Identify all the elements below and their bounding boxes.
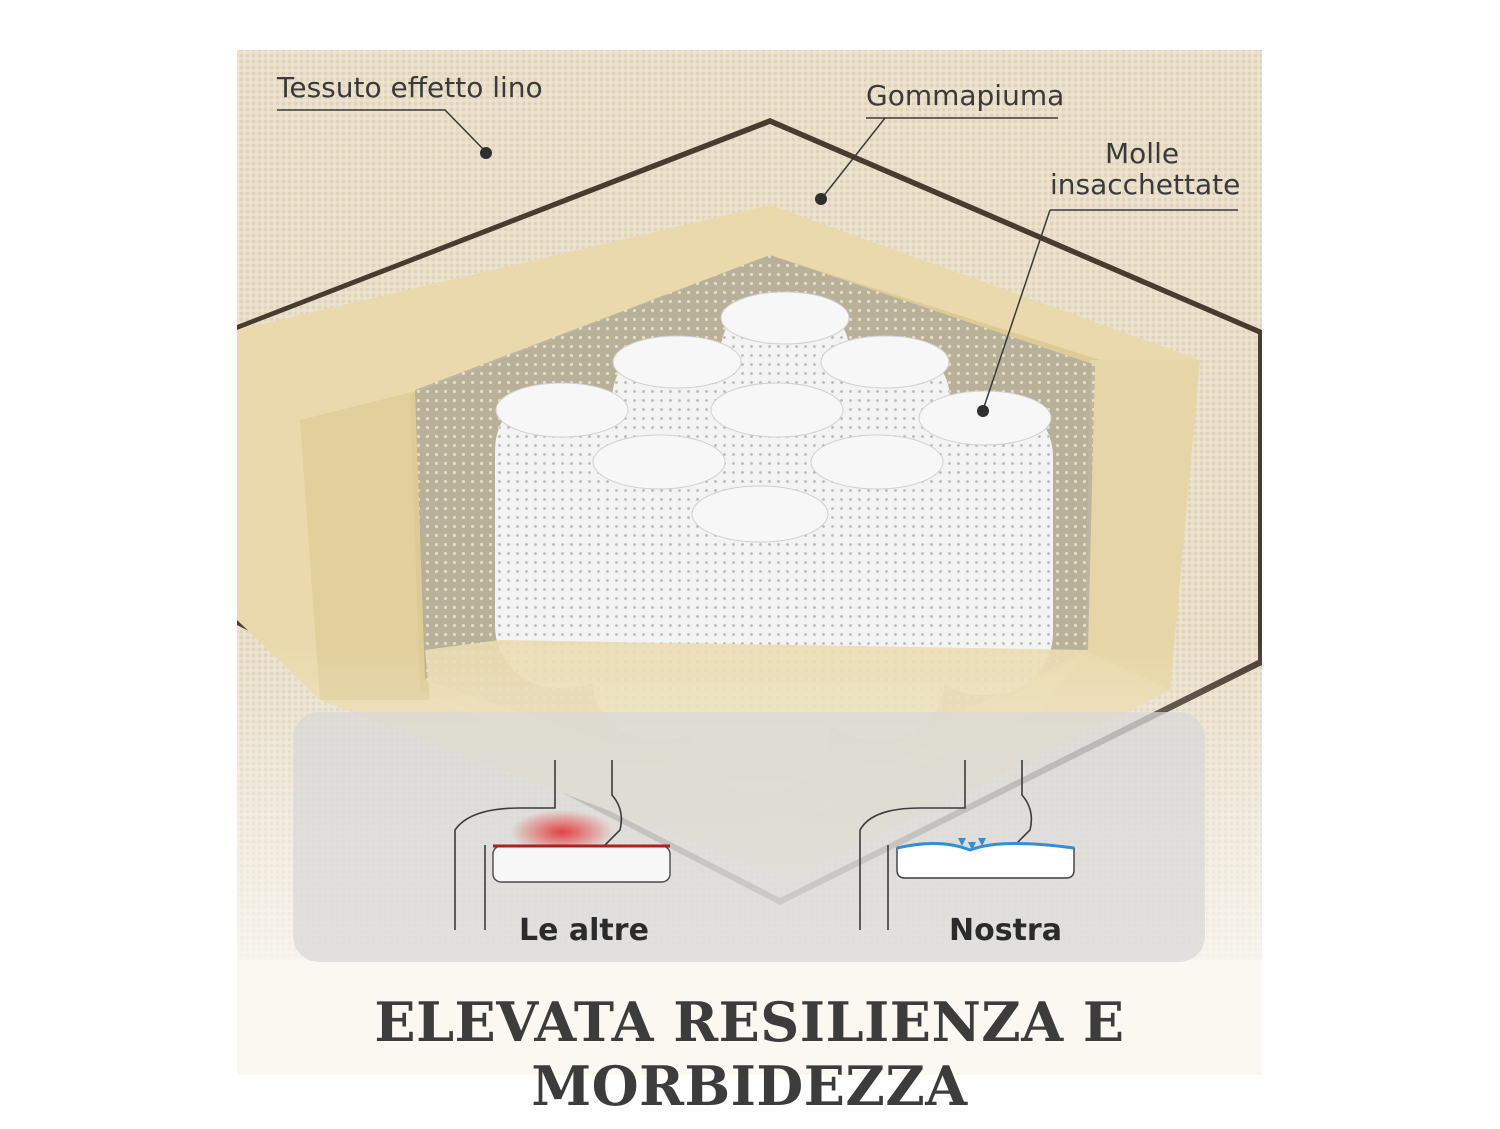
label-others: Le altre	[519, 913, 649, 948]
comparison-panel	[293, 712, 1205, 962]
label-springs-line1: Molle	[1105, 137, 1180, 170]
support-arrows-icon	[958, 838, 986, 850]
pressure-point-icon	[510, 810, 614, 854]
label-springs-line2: insacchettate	[1050, 168, 1241, 201]
label-foam: Gommapiuma	[866, 79, 1065, 112]
comparison-left-figure	[454, 760, 671, 930]
headline: ELEVATA RESILIENZA E MORBIDEZZA	[374, 990, 1125, 1118]
firm-cushion	[492, 845, 671, 883]
soft-cushion	[896, 842, 1075, 879]
callout-dot-foam	[815, 193, 827, 205]
comparison-right-figure	[859, 760, 1075, 930]
label-fabric: Tessuto effetto lino	[277, 71, 543, 104]
callout-dot-fabric	[480, 147, 492, 159]
label-ours: Nostra	[949, 913, 1062, 948]
callout-dot-springs	[977, 405, 989, 417]
